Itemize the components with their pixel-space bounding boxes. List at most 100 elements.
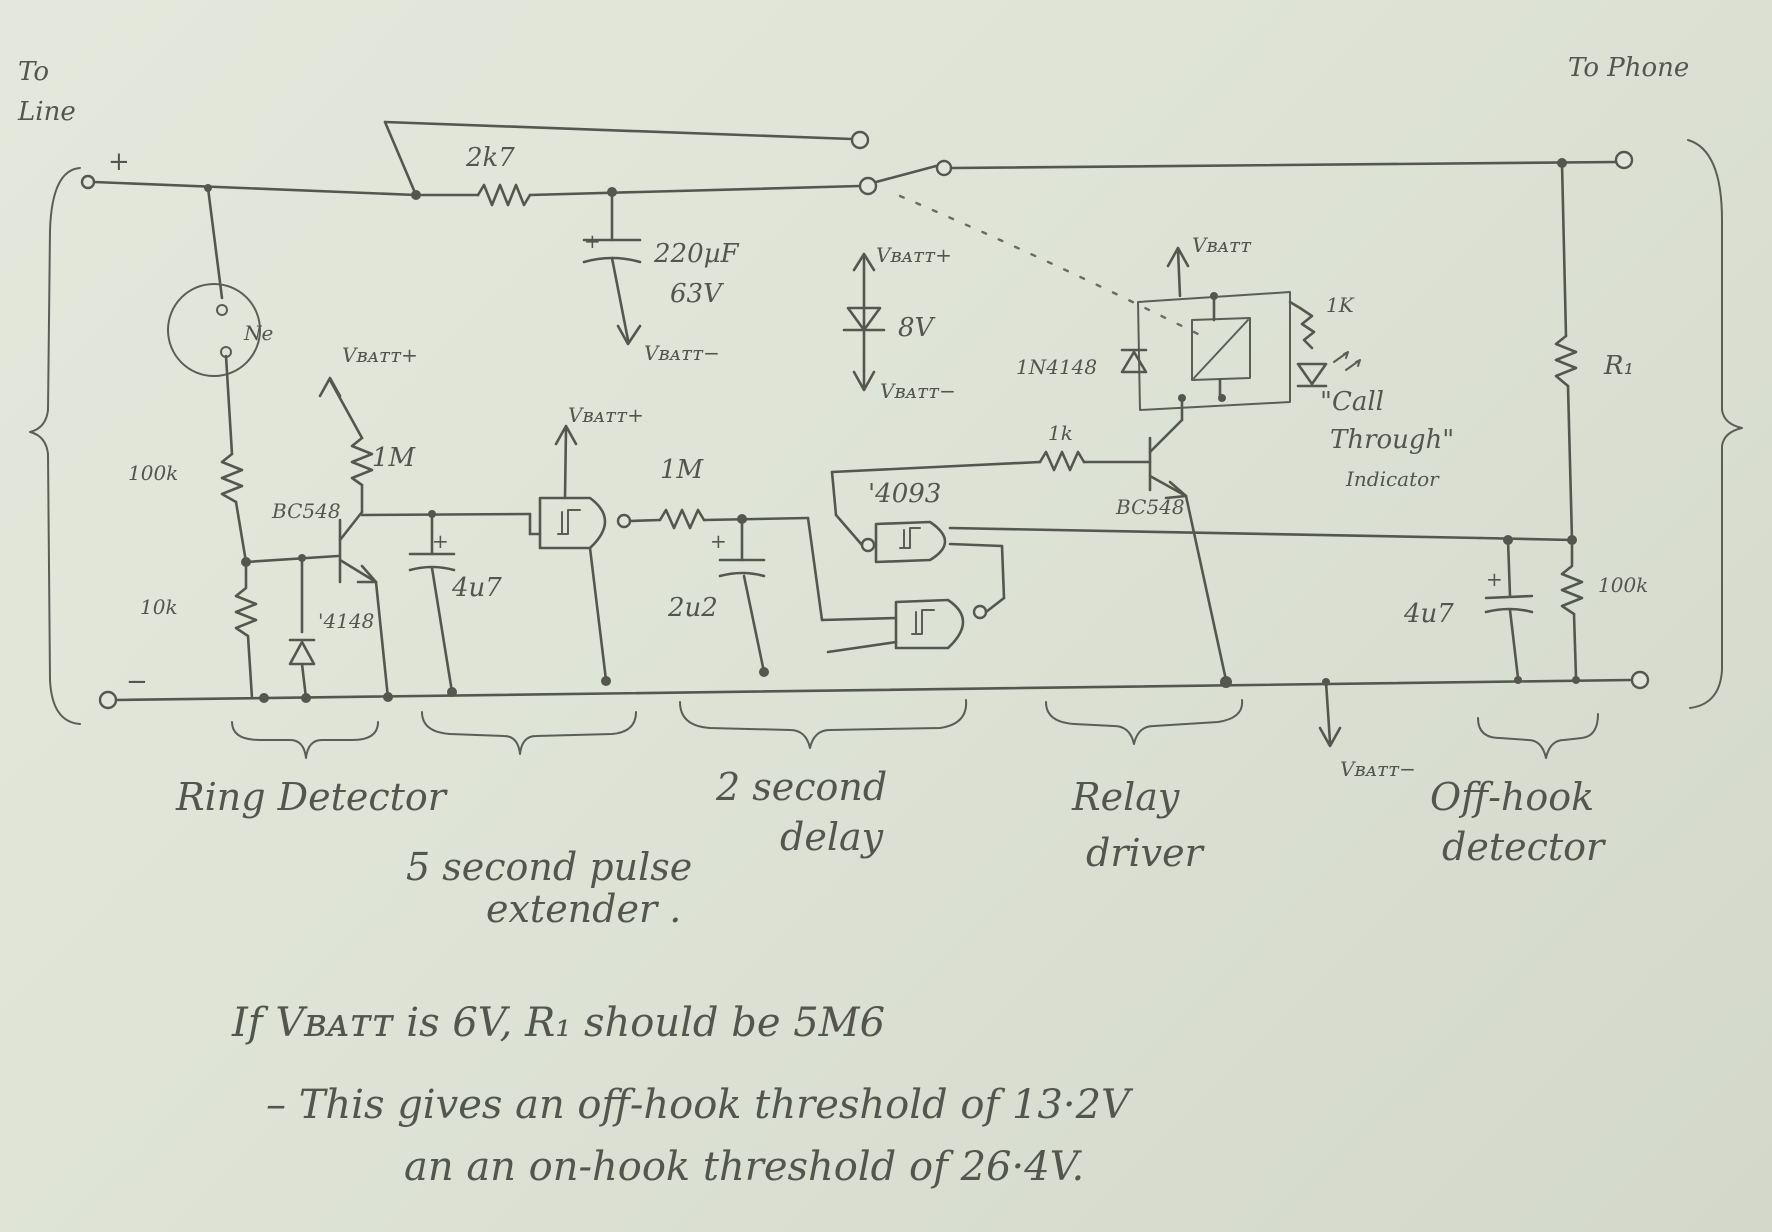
to-line-label-1: To (18, 57, 49, 87)
vbatt-minus-label-zener: Vʙᴀᴛᴛ− (880, 379, 956, 403)
wire (224, 354, 234, 456)
schmitt-gate-1 (538, 496, 607, 550)
wire (702, 516, 810, 522)
bypass-wire-b (383, 120, 854, 141)
junction (301, 693, 311, 703)
section-delay-1: 2 second (715, 765, 887, 809)
line-bracket (29, 167, 81, 725)
relay-diode-label: 1N4148 (1016, 355, 1097, 379)
schmitt-symbol-3 (899, 527, 921, 549)
relay-contact-common (935, 159, 953, 177)
section-pulse-extender-2: extender . (486, 887, 681, 931)
wire (806, 516, 824, 622)
line-plus-label: + (108, 147, 130, 177)
transistor-2-label: BC548 (1115, 495, 1185, 519)
cap-220-value: 220µF (653, 239, 740, 269)
vbatt-plus-arrow-1 (318, 376, 342, 398)
note-line-1: If Vʙᴀᴛᴛ is 6V, R₁ should be 5M6 (231, 1000, 885, 1046)
junction (1220, 676, 1232, 688)
resistor-2k7-label: 2k7 (465, 143, 515, 173)
wire (826, 640, 898, 654)
led-light-arrows (1333, 351, 1361, 371)
junction (447, 687, 457, 697)
wire (588, 546, 608, 682)
section-offhook-2: detector (1442, 825, 1607, 869)
vbatt-plus-arrow-2 (554, 424, 578, 446)
indicator-label-1: "Call (1320, 387, 1384, 417)
wire (1506, 538, 1512, 598)
resistor-2k7 (476, 183, 532, 207)
vbatt-plus-arrow (852, 252, 876, 272)
junction (759, 667, 769, 677)
cap-4u7-b-plate-top (1484, 594, 1534, 600)
section-offhook-1: Off-hook (1430, 775, 1594, 819)
transistor-2-emitter (1148, 474, 1188, 498)
gate-ic-label: '4093 (868, 479, 941, 509)
wire (742, 574, 766, 674)
schmitt-symbol-1 (557, 509, 581, 535)
relay-contact-no (858, 176, 878, 196)
resistor-100k-b (1560, 538, 1584, 616)
feedback-wire (948, 526, 1482, 540)
brace-pulse-extender (421, 711, 637, 755)
junction (601, 676, 611, 686)
zener-diode (846, 306, 882, 332)
resistor-100k (220, 452, 244, 504)
resistor-100k-label: 100k (128, 461, 178, 485)
resistor-100k-b-label: 100k (1598, 573, 1648, 597)
schmitt-symbol-2 (911, 609, 935, 635)
section-delay-2: delay (780, 815, 884, 859)
wire (830, 470, 838, 517)
vbatt-minus-label-1: Vʙᴀᴛᴛ− (644, 341, 720, 365)
wire (563, 426, 568, 500)
brace-ring-detector (231, 721, 379, 759)
wire (206, 186, 224, 300)
resistor-1m-a (350, 436, 374, 487)
top-wire-left (92, 180, 418, 197)
wire (1000, 544, 1006, 600)
wire (300, 662, 308, 700)
call-through-led (1296, 362, 1328, 386)
resistor-10k-label: 10k (140, 595, 178, 619)
resistor-1k-b-label: 1K (1326, 293, 1355, 317)
resistor-1m-a-label: 1M (372, 443, 417, 473)
resistor-1m-b-label: 1M (660, 455, 705, 485)
wire (984, 596, 1006, 614)
phone-minus-terminal (1630, 670, 1650, 690)
section-ring-detector: Ring Detector (175, 775, 449, 819)
cap-220-voltage: 63V (670, 279, 724, 309)
relay-coil (1191, 317, 1251, 381)
wire (234, 500, 248, 564)
relay-flyback-diode (1120, 350, 1148, 374)
wire (1324, 680, 1332, 744)
junction (298, 554, 306, 562)
relay-link-dashed (898, 194, 1212, 342)
resistor-r1-label: R₁ (1603, 351, 1634, 381)
resistor-1k-b (1288, 300, 1316, 350)
zener-value: 8V (898, 313, 936, 343)
schmitt-gate-3 (874, 520, 947, 564)
section-pulse-extender-1: 5 second pulse (406, 845, 692, 889)
cap-220-plus: + (584, 229, 601, 253)
junction (1218, 394, 1226, 402)
resistor-1k-a-label: 1k (1048, 421, 1073, 445)
vbatt-plus-label-2: Vʙᴀᴛᴛ+ (568, 403, 644, 427)
to-phone-label: To Phone (1568, 53, 1689, 83)
relay-module-box (1137, 291, 1291, 411)
resistor-1m-b (658, 508, 706, 530)
base-wire (244, 554, 340, 564)
section-relay-driver-2: driver (1086, 831, 1206, 875)
vbatt-minus-label-3: Vʙᴀᴛᴛ− (1340, 757, 1416, 781)
note-line-2: – This gives an off-hook threshold of 13… (266, 1082, 1134, 1128)
vbatt-arrow-relay (1166, 246, 1190, 268)
wire (834, 513, 864, 547)
cap-4u7-b-plus: + (1486, 567, 1503, 591)
relay-switch-arm (874, 164, 938, 184)
junction (1210, 292, 1218, 300)
to-line-label-2: Line (17, 97, 76, 127)
gate-3-input-bubble (860, 537, 876, 553)
junction (1514, 676, 1522, 684)
neon-label: Ne (243, 321, 273, 345)
transistor-1-collector (338, 510, 364, 542)
